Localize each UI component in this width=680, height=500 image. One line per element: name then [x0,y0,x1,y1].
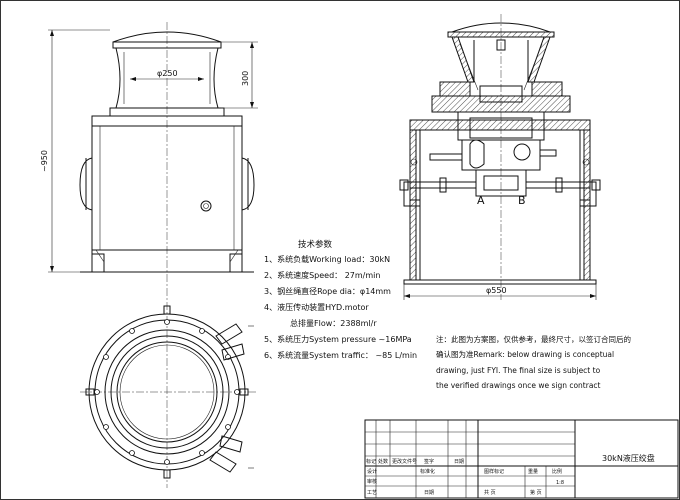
tb-sheet-of: 第 页 [530,489,542,496]
drawing-title: 30kN液压绞盘 [602,453,655,463]
tech-parameters: 技术参数 1、系统负载Working load：30kN 2、系统速度Speed… [264,239,417,360]
tb-scale: 1:8 [556,480,564,486]
remark-line-1: 注：此图为方案图，仅供参考，最终尺寸，以签订合同后的 [436,334,631,344]
front-view: φ250 300 ~950 [40,22,258,300]
tb-date: 日期 [454,459,464,465]
tb-date-2: 日期 [424,490,434,496]
tech-line-2: 2、系统速度Speed： 27m/min [264,270,380,280]
tb-standard: 标准化 [420,468,435,475]
base-diameter-label: φ550 [486,286,507,295]
tb-design: 设计 [367,468,377,475]
tb-mark: 标记 [366,458,376,465]
tech-line-6: 5、系统压力System pressure ~16MPa [264,334,412,344]
port-a-label: A [477,194,485,207]
remark-line-3: drawing, just FYI. The final size is sub… [436,366,601,375]
port-b-label: B [518,194,526,207]
tb-review: 审核 [367,478,377,485]
tb-change-doc: 更改文件号 [392,458,417,465]
tb-weight: 重量 [528,468,538,475]
title-block: 标记 处数 更改文件号 签字 日期 设计 标准化 审核 工艺 日期 图样标记 重… [364,419,679,499]
tb-sign: 签字 [424,458,434,465]
tb-sheet: 共 页 [484,489,496,496]
drum-height-label: 300 [241,71,250,86]
tech-line-5: 总排量Flow：2388ml/r [290,318,377,328]
tech-line-4: 4、液压传动装置HYD.motor [264,302,369,312]
remark-line-2: 确认图为准Remark: below drawing is conceptual [436,349,614,359]
tb-ratio: 比例 [552,468,562,475]
tech-line-3: 3、钢丝绳直径Rope dia：φ14mm [264,286,391,296]
tech-line-7: 6、系统流量System traffic： ~85 L/min [264,350,417,360]
tech-line-1: 1、系统负载Working load：30kN [264,254,390,264]
tb-process: 工艺 [367,490,377,496]
drum-diameter-label: φ250 [157,69,178,78]
tech-title: 技术参数 [298,239,333,250]
tb-stage: 图样标记 [484,468,504,475]
top-view [80,302,258,488]
remark: 注：此图为方案图，仅供参考，最终尺寸，以签订合同后的 确认图为准Remark: … [436,334,631,390]
overall-height-label: ~950 [40,150,49,172]
section-view: A B φ550 [399,14,601,300]
remark-line-4: the verified drawings once we sign contr… [436,381,601,390]
tb-count: 处数 [378,458,388,465]
